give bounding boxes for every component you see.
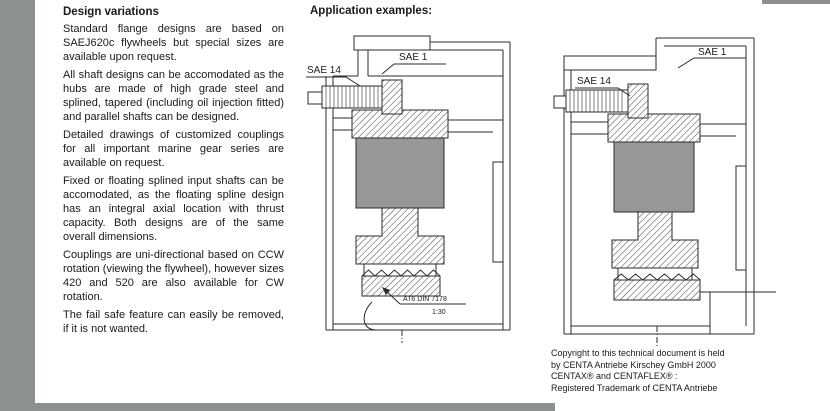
paragraph-rotation: Couplings are uni-directional based on C… [63, 249, 284, 303]
hub-section-2 [611, 211, 699, 269]
sae1-leader-1 [381, 63, 446, 75]
paragraph-flange-designs: Standard flange designs are based on SAE… [63, 23, 284, 63]
design-variations-heading: Design variations [63, 6, 159, 18]
sae14-leader-1 [306, 76, 361, 87]
sae1-label-2: SAE 1 [698, 47, 727, 58]
sae14-label-1: SAE 14 [307, 65, 341, 76]
spline-section-1 [361, 275, 441, 297]
at6-arrowhead [382, 287, 390, 295]
hub-section-1 [355, 207, 445, 265]
scan-edge-left [0, 0, 35, 411]
application-examples-heading: Application examples: [310, 5, 433, 17]
paragraph-detailed-drawings: Detailed drawings of customized coupling… [63, 129, 284, 169]
at6-annotation-text: AT6 DIN 7178 [403, 296, 447, 303]
paragraph-fail-safe: The fail safe feature can easily be remo… [63, 309, 284, 335]
copyright-line-3: CENTAX® and CENTAFLEX® : [551, 371, 678, 382]
copyright-block: Copyright to this technical document is … [551, 348, 801, 394]
paragraph-splined-input-shafts: Fixed or floating splined input shafts c… [63, 175, 284, 243]
callout-sae14-1: SAE 14 [306, 65, 361, 87]
scan-edge-top-right [762, 0, 830, 4]
copyright-line-2: by CENTA Antriebe Kirschey GmbH 2000 [551, 359, 716, 370]
elastomer-element-2 [613, 141, 695, 213]
sae1-label-1: SAE 1 [399, 52, 428, 63]
spline-teeth-1 [361, 269, 441, 277]
technical-drawing-2: SAE 1 SAE 14 [553, 37, 776, 348]
spline-section-2 [613, 279, 701, 301]
hub-connector-lines-2 [617, 268, 693, 280]
drain-detail-1 [363, 301, 390, 331]
sae1-leader-2 [677, 57, 746, 69]
technical-drawing-1: SAE 1 SAE 14 AT6 DIN 7178 1:30 [306, 35, 511, 343]
copyright-line-1: Copyright to this technical document is … [551, 348, 725, 358]
flywheel-flange-section-2 [607, 113, 701, 143]
sae14-leader-2 [575, 87, 631, 97]
shaft-spline-ticks-2 [569, 90, 623, 112]
shaft-hub-block-2 [627, 83, 649, 119]
spline-teeth-2 [613, 273, 701, 281]
bell-housing-outline-1 [325, 35, 511, 331]
elastomer-element-1 [355, 137, 445, 209]
callout-sae1-1: SAE 1 [381, 52, 446, 75]
input-shaft-1 [307, 79, 403, 115]
callout-sae14-2: SAE 14 [575, 76, 631, 97]
sae14-label-2: SAE 14 [577, 76, 611, 87]
copyright-line-4: Registered Trademark of CENTA Antriebe [551, 382, 718, 393]
callout-at6-annotation-1: AT6 DIN 7178 1:30 [382, 287, 466, 316]
shaft-spline-ticks-1 [325, 86, 379, 108]
scale-text: 1:30 [432, 309, 446, 316]
scan-edge-bottom [35, 403, 555, 411]
flywheel-flange-section-1 [351, 109, 449, 139]
design-variations-column: Design variations Standard flange design… [63, 5, 284, 340]
paragraph-shaft-designs: All shaft designs can be accomodated as … [63, 69, 284, 123]
callout-sae1-2: SAE 1 [677, 47, 746, 69]
input-shaft-2 [553, 83, 649, 119]
bell-housing-outline-2 [563, 37, 776, 335]
shaft-hub-block-1 [381, 79, 403, 115]
